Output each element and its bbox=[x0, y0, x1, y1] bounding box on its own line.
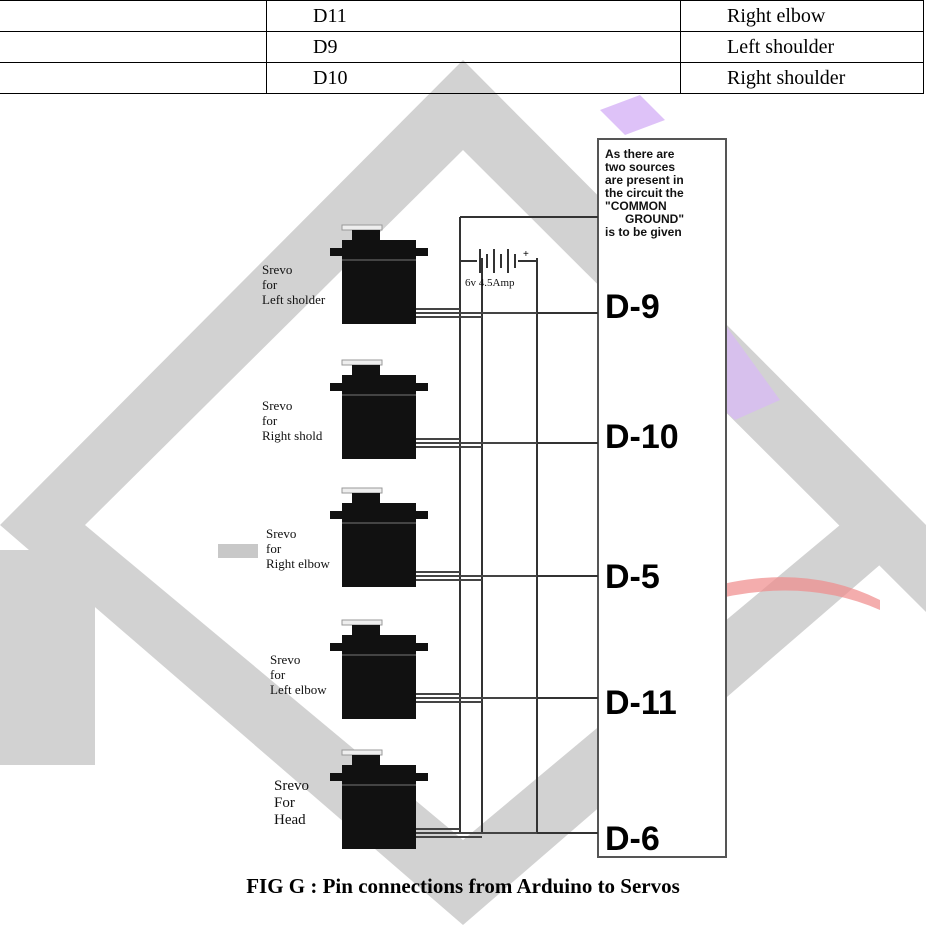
pin-label-d10: D-10 bbox=[605, 418, 679, 456]
servo-icon-head bbox=[330, 749, 598, 849]
table-row: D10 Right shoulder bbox=[0, 62, 924, 94]
servo-icon-left-shoulder bbox=[330, 224, 598, 324]
servo-icon-right-elbow bbox=[330, 487, 598, 587]
servo-label-right-shoulder: Srevo for Right shold bbox=[262, 398, 323, 443]
table-row: D11 Right elbow bbox=[0, 0, 924, 32]
battery-icon: + bbox=[460, 249, 537, 273]
table-cell-pin: D9 bbox=[266, 31, 681, 63]
arduino-board bbox=[597, 138, 727, 858]
pin-label-d5: D-5 bbox=[605, 558, 660, 596]
table-cell-joint: Right shoulder bbox=[680, 62, 924, 94]
table-cell-empty bbox=[0, 62, 267, 94]
svg-text:+: + bbox=[523, 249, 529, 260]
pin-label-d9: D-9 bbox=[605, 288, 660, 326]
common-ground-note: As there are two sources are present in … bbox=[605, 147, 685, 239]
battery-label: 6v 4.5Amp bbox=[465, 277, 515, 289]
wiring-diagram: + bbox=[330, 138, 727, 858]
servo-icon-right-shoulder bbox=[330, 359, 598, 459]
table-cell-empty bbox=[0, 31, 267, 63]
pin-label-d6: D-6 bbox=[605, 820, 660, 858]
servo-label-right-elbow: Srevo for Right elbow bbox=[266, 526, 330, 571]
table-cell-joint: Left shoulder bbox=[680, 31, 924, 63]
table-cell-pin: D10 bbox=[266, 62, 681, 94]
servo-label-left-elbow: Srevo for Left elbow bbox=[270, 652, 327, 697]
table-cell-joint: Right elbow bbox=[680, 0, 924, 32]
figure-caption: FIG G : Pin connections from Arduino to … bbox=[246, 874, 680, 898]
servo-icon-left-elbow bbox=[330, 619, 598, 719]
pin-table: D11 Right elbow D9 Left shoulder D10 Rig… bbox=[0, 0, 924, 94]
table-cell-empty bbox=[0, 0, 267, 32]
pin-label-d11: D-11 bbox=[605, 684, 677, 722]
servo-label-left-shoulder: Srevo for Left sholder bbox=[262, 262, 326, 307]
table-cell-pin: D11 bbox=[266, 0, 681, 32]
servo-label-head: Srevo For Head bbox=[274, 778, 309, 828]
table-row: D9 Left shoulder bbox=[0, 31, 924, 63]
